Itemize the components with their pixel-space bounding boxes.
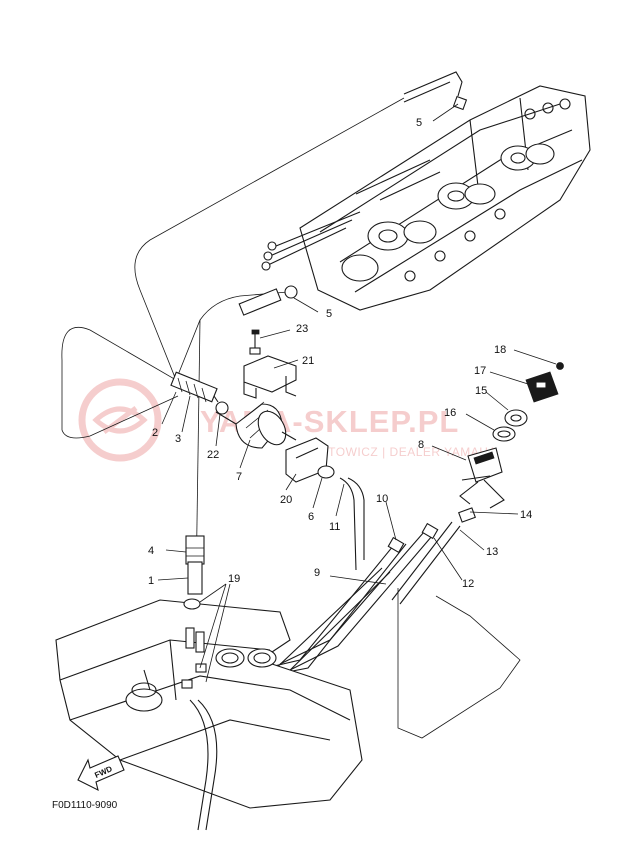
callout-9: 9 xyxy=(314,567,320,579)
callout-22: 22 xyxy=(207,449,219,461)
clip-part-6 xyxy=(317,465,335,479)
callout-14: 14 xyxy=(520,509,532,521)
clip-part-12 xyxy=(421,522,439,540)
callouts: 5 5 23 21 2 3 22 7 20 6 11 8 10 14 13 12… xyxy=(148,117,532,590)
o-ring-part-16 xyxy=(492,426,516,442)
engine-intake-assembly xyxy=(261,71,591,311)
fuel-filter-part-7 xyxy=(215,401,297,449)
hose-end-fitting xyxy=(238,285,298,316)
clip-part-10 xyxy=(387,536,405,554)
callout-7: 7 xyxy=(236,471,242,483)
callout-10: 10 xyxy=(376,493,388,505)
callout-4: 4 xyxy=(148,545,154,557)
fuel-tank xyxy=(55,599,363,831)
callout-1: 1 xyxy=(148,575,154,587)
callout-17: 17 xyxy=(474,365,486,377)
callout-12: 12 xyxy=(462,578,474,590)
callout-13: 13 xyxy=(486,546,498,558)
pipe-part-1 xyxy=(187,561,203,595)
callout-6: 6 xyxy=(308,511,314,523)
clip-part-22 xyxy=(213,395,229,415)
callout-5-lower: 5 xyxy=(326,308,332,320)
screw-part-18 xyxy=(556,362,564,370)
fwd-arrow-icon: FWD xyxy=(77,755,125,792)
pipe-part-4 xyxy=(185,535,205,565)
leader-lines xyxy=(157,103,557,683)
callout-16: 16 xyxy=(444,407,456,419)
callout-5-upper: 5 xyxy=(416,117,422,129)
figure-code: F0D1110-9090 xyxy=(52,800,118,811)
fitting-part-14 xyxy=(458,507,476,523)
bracket-part-21 xyxy=(243,355,297,399)
vent-hose-loop xyxy=(61,97,405,439)
callout-15: 15 xyxy=(475,385,487,397)
callout-21: 21 xyxy=(302,355,314,367)
callout-20: 20 xyxy=(280,494,292,506)
valve-assembly-part-8 xyxy=(459,447,505,509)
watermark-logo-icon xyxy=(78,378,162,462)
callout-18: 18 xyxy=(494,344,506,356)
watermark-subtitle: WÓJTOWICZ | DEALER YAMAHA xyxy=(300,444,497,459)
hose-part-11 xyxy=(339,477,357,571)
callout-2: 2 xyxy=(152,427,158,439)
clamp-part-17 xyxy=(525,371,559,403)
callout-19: 19 xyxy=(228,573,240,585)
callout-8: 8 xyxy=(418,439,424,451)
callout-23: 23 xyxy=(296,323,308,335)
callout-11: 11 xyxy=(329,521,340,533)
hose-clamps-part-19 xyxy=(181,598,207,689)
callout-3: 3 xyxy=(175,433,181,445)
hose-joint-part-2 xyxy=(170,371,218,403)
grommet-part-15 xyxy=(504,409,528,427)
screw-part-23 xyxy=(249,329,261,355)
